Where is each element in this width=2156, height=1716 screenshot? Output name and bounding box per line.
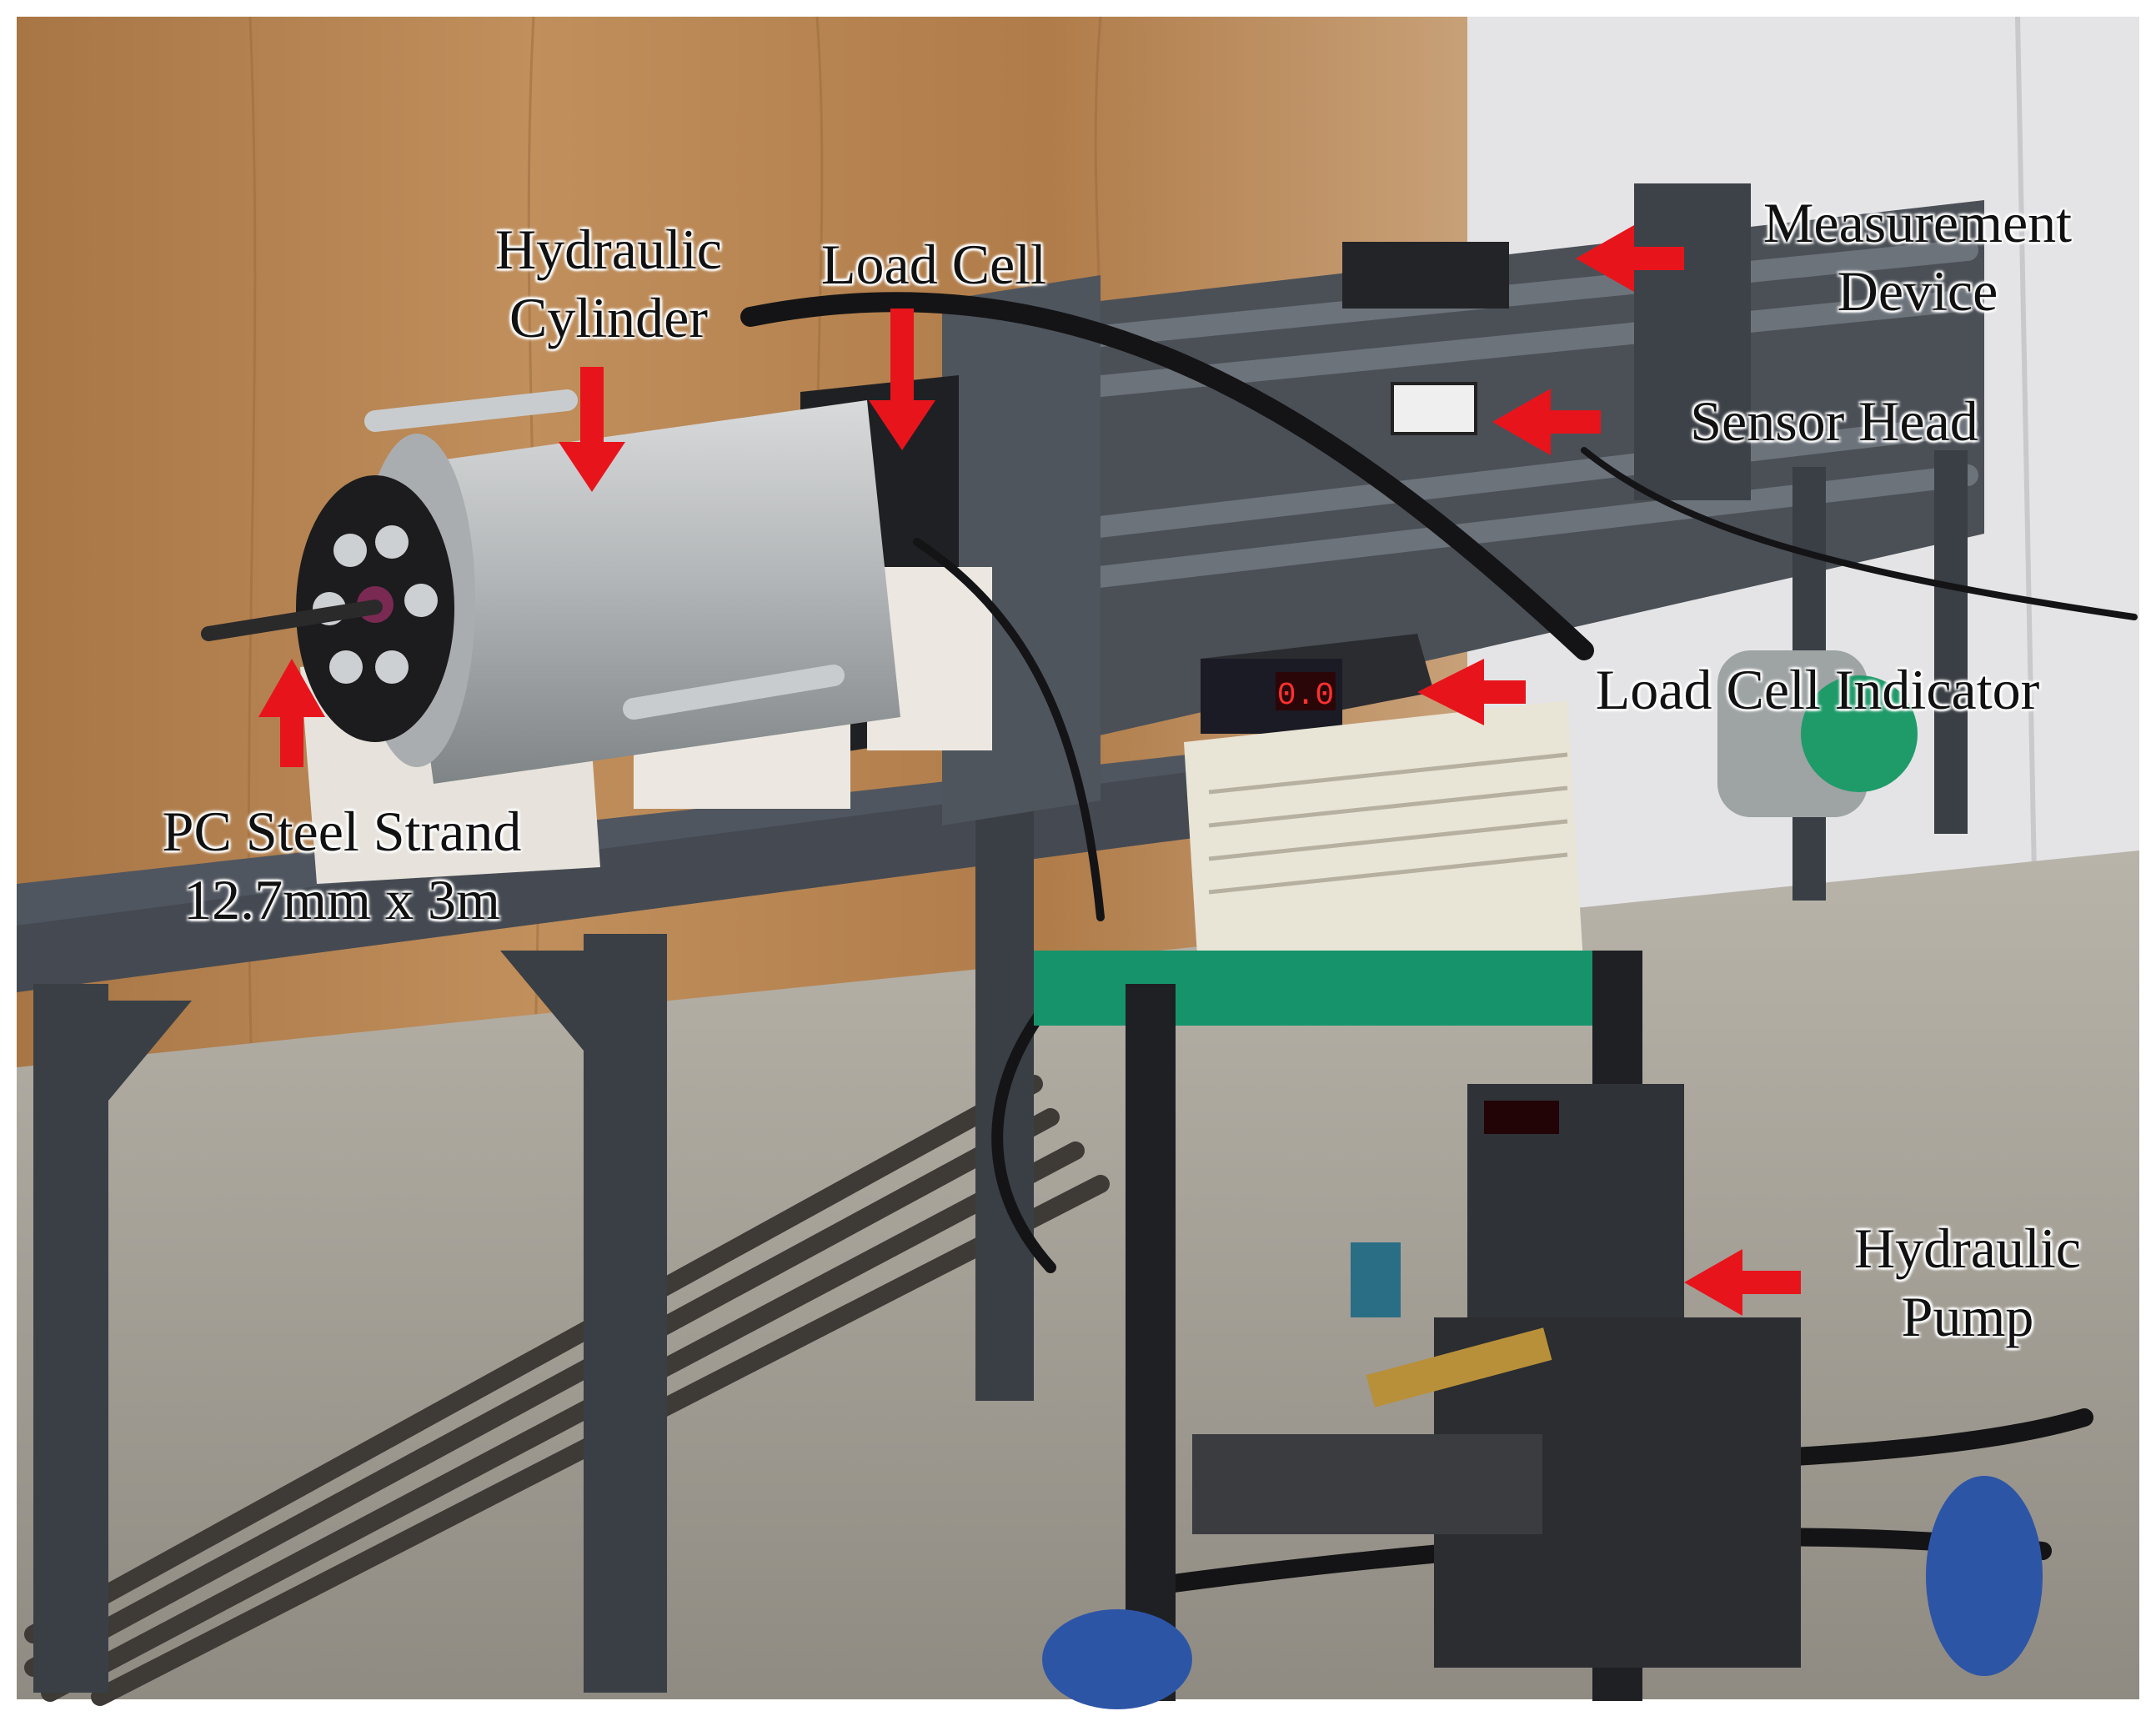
label-hydraulic-pump: Hydraulic Pump: [1854, 1217, 2081, 1348]
arrow-load-cell-indicator-icon: [1417, 659, 1526, 725]
arrow-pc-steel-strand-icon: [258, 659, 325, 767]
label-measurement-device: Measurement Device: [1762, 191, 2073, 323]
label-pc-steel-strand: PC Steel Strand 12.7mm x 3m: [162, 800, 522, 931]
label-load-cell: Load Cell: [820, 233, 1047, 296]
arrow-load-cell-icon: [869, 309, 935, 450]
arrow-hydraulic-pump-icon: [1684, 1249, 1801, 1316]
label-load-cell-indicator: Load Cell Indicator: [1595, 658, 2040, 721]
photo-area: 0.0: [17, 16, 2139, 1709]
indicator-reading: 0.0: [1277, 678, 1334, 714]
annotation-arrows: [258, 225, 1801, 1316]
label-sensor-head: Sensor Head: [1690, 389, 1978, 453]
arrow-sensor-head-icon: [1492, 389, 1601, 455]
arrow-hydraulic-cylinder-icon: [559, 367, 625, 492]
label-hydraulic-cylinder: Hydraulic Cylinder: [495, 218, 722, 349]
arrow-measurement-device-icon: [1576, 225, 1684, 292]
